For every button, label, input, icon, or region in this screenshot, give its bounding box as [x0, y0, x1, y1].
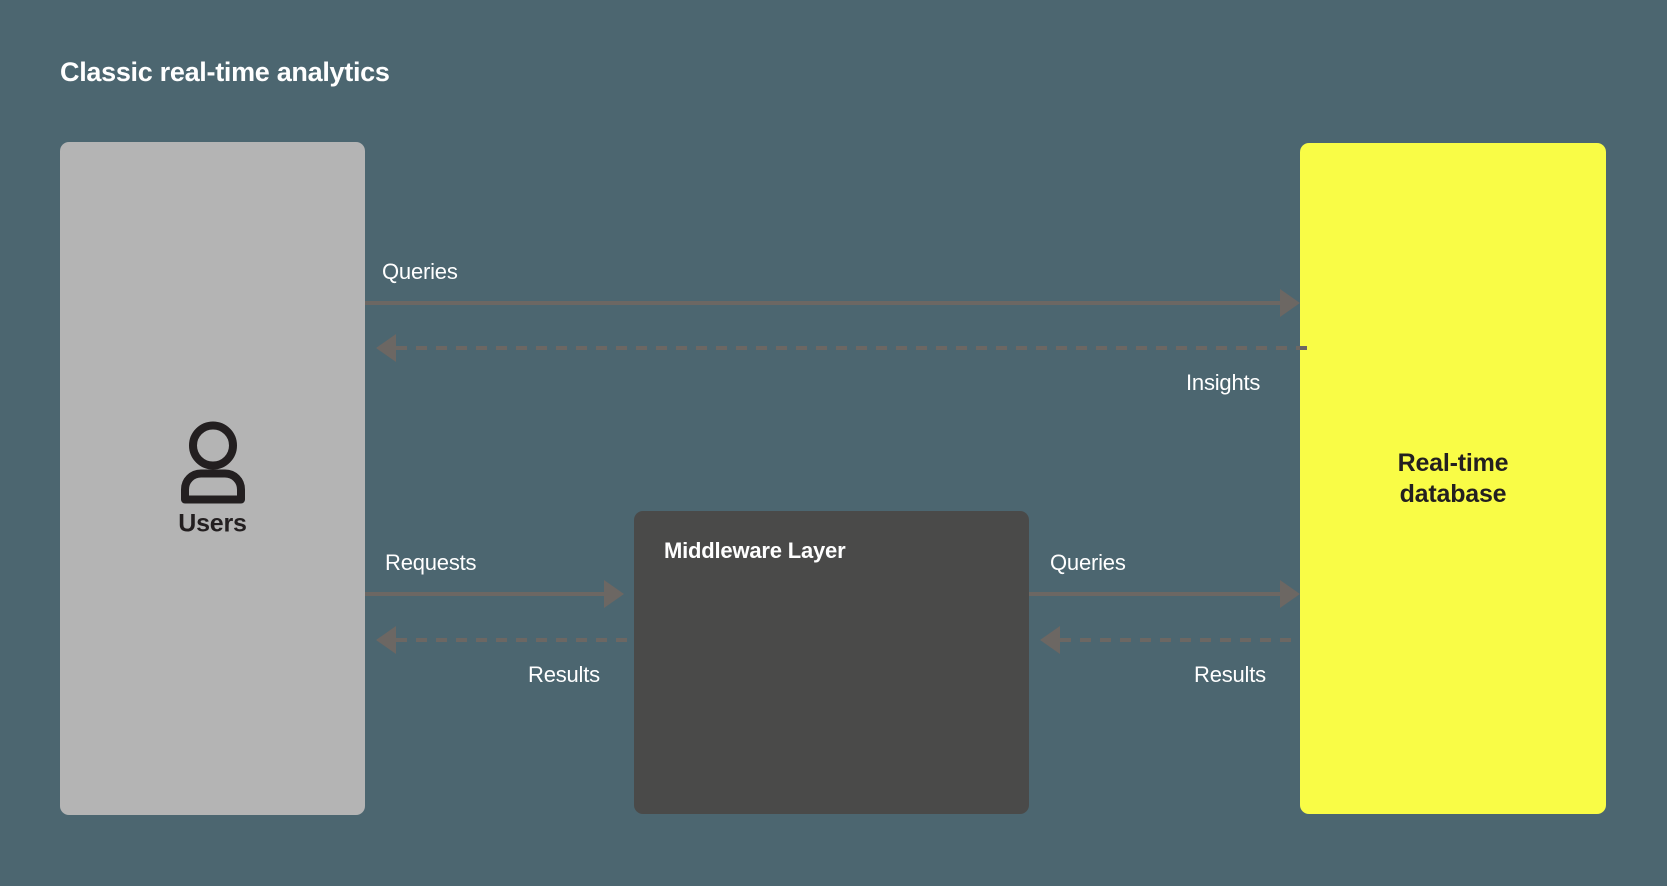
edge-middleware-to-database-queries-line	[1029, 592, 1280, 596]
user-icon	[180, 421, 245, 503]
edge-database-to-users-insights-line	[396, 346, 1309, 350]
edge-users-to-database-queries-arrowhead	[1280, 289, 1300, 317]
node-users-label: Users	[178, 509, 247, 537]
edge-middleware-to-database-queries-arrowhead	[1280, 580, 1300, 608]
edge-database-to-middleware-results-line	[1060, 638, 1300, 642]
edge-users-to-database-queries-line	[365, 301, 1290, 305]
edge-label-users-to-middleware-requests: Requests	[385, 550, 477, 575]
edge-label-middleware-to-database-queries: Queries	[1050, 550, 1126, 575]
edge-middleware-to-users-results-line	[396, 638, 634, 642]
edge-middleware-to-users-results-arrowhead	[376, 626, 396, 654]
node-database[interactable]: Real-time database	[1300, 143, 1606, 814]
edge-label-middleware-to-users-results: Results	[528, 662, 600, 687]
node-middleware-label: Middleware Layer	[664, 538, 846, 563]
edge-database-to-users-insights-arrowhead	[376, 334, 396, 362]
edge-database-to-middleware-results-arrowhead	[1040, 626, 1060, 654]
page-title: Classic real-time analytics	[60, 57, 390, 87]
node-middleware[interactable]: Middleware Layer	[634, 511, 1029, 814]
edge-label-database-to-middleware-results: Results	[1194, 662, 1266, 687]
edge-users-to-middleware-requests-arrowhead	[604, 580, 624, 608]
users-content: Users	[60, 419, 365, 538]
node-database-label-line2: database	[1399, 479, 1507, 508]
node-database-label: Real-time database	[1300, 447, 1606, 510]
edge-users-to-middleware-requests-line	[365, 592, 604, 596]
node-database-label-line1: Real-time	[1397, 448, 1509, 477]
node-users[interactable]: Users	[60, 142, 365, 815]
edge-label-users-to-database-queries: Queries	[382, 259, 458, 284]
edge-label-database-to-users-insights: Insights	[1186, 370, 1261, 395]
